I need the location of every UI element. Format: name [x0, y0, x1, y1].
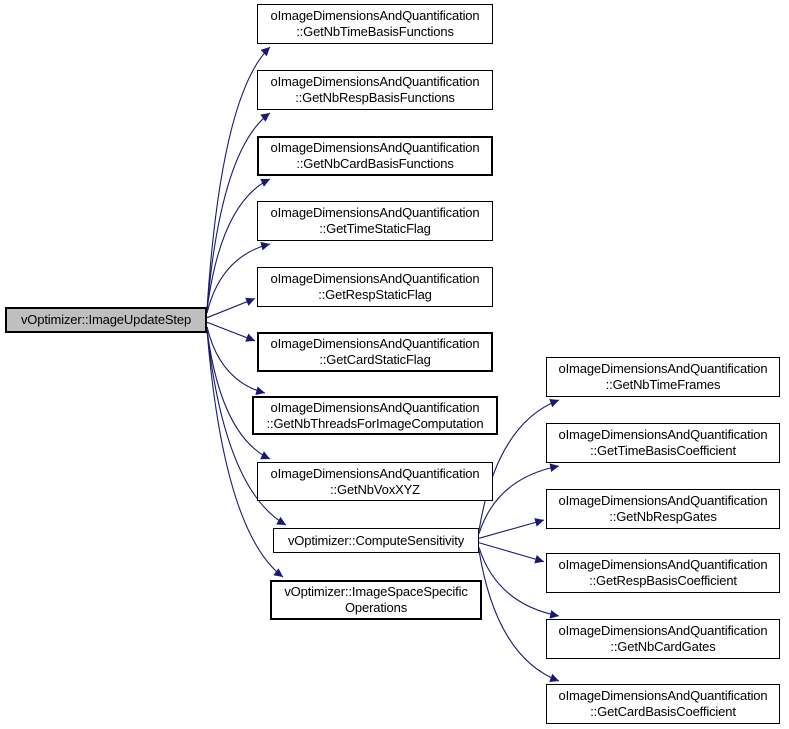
node-label-line1: oImageDimensionsAndQuantification: [270, 399, 480, 415]
node-label-line2: ::GetNbThreadsForImageComputation: [266, 415, 484, 431]
graph-node-image-update-step: vOptimizer::ImageUpdateStep: [5, 307, 207, 333]
call-edge: [478, 542, 545, 564]
call-edge: [478, 547, 560, 619]
node-label-line1: oImageDimensionsAndQuantification: [270, 8, 480, 23]
node-label-line1: oImageDimensionsAndQuantification: [558, 688, 768, 703]
call-edge: [478, 463, 560, 534]
node-label-line2: ::GetNbTimeFrames: [605, 377, 721, 392]
graph-node-get-card-static-flag[interactable]: oImageDimensionsAndQuantification ::GetC…: [257, 332, 493, 372]
call-edge: [206, 321, 256, 342]
call-edge: [206, 326, 266, 396]
node-label-line1: oImageDimensionsAndQuantification: [558, 557, 768, 572]
node-label-line2: ::GetNbTimeBasisFunctions: [296, 24, 454, 39]
node-label-line2: ::GetRespStaticFlag: [318, 287, 432, 302]
call-edge: [478, 398, 560, 531]
call-edge: [206, 241, 271, 314]
node-label: vOptimizer::ImageUpdateStep: [20, 312, 192, 327]
call-edge: [206, 46, 271, 311]
graph-node-get-resp-basis-coefficient[interactable]: oImageDimensionsAndQuantification ::GetR…: [546, 553, 780, 593]
node-label-line2: ::GetNbRespGates: [609, 509, 717, 524]
node-label-line1: oImageDimensionsAndQuantification: [270, 271, 480, 286]
node-label: vOptimizer::ComputeSensitivity: [287, 532, 465, 548]
graph-node-get-nb-threads-for-image-computation[interactable]: oImageDimensionsAndQuantification ::GetN…: [252, 396, 498, 435]
node-label-line2: ::GetTimeBasisCoefficient: [590, 443, 736, 458]
node-label-line1: oImageDimensionsAndQuantification: [270, 205, 480, 220]
call-edge: [206, 112, 271, 311]
node-label-line2: ::GetTimeStaticFlag: [319, 221, 431, 236]
graph-node-get-nb-card-basis-functions[interactable]: oImageDimensionsAndQuantification ::GetN…: [257, 136, 493, 176]
node-label-line2: ::GetCardStaticFlag: [319, 352, 431, 367]
graph-node-get-nb-vox-xyz[interactable]: oImageDimensionsAndQuantification ::GetN…: [257, 462, 493, 501]
node-label-line1: oImageDimensionsAndQuantification: [558, 361, 768, 376]
node-label-line2: ::GetCardBasisCoefficient: [590, 704, 736, 719]
node-label-line2: ::GetNbRespBasisFunctions: [295, 90, 455, 105]
call-edge: [478, 550, 560, 683]
node-label-line1: vOptimizer::ImageSpaceSpecific: [284, 584, 468, 599]
node-label-line2: ::GetNbCardGates: [610, 639, 716, 654]
call-edge: [206, 329, 284, 578]
call-edge: [206, 178, 271, 311]
graph-node-get-nb-time-frames[interactable]: oImageDimensionsAndQuantification ::GetN…: [546, 357, 780, 397]
graph-node-get-card-basis-coefficient[interactable]: oImageDimensionsAndQuantification ::GetC…: [546, 684, 780, 724]
graph-node-image-space-specific-operations[interactable]: vOptimizer::ImageSpaceSpecific Operation…: [270, 580, 482, 620]
node-label-line2: ::GetNbVoxXYZ: [330, 481, 420, 497]
call-edge: [206, 329, 287, 526]
node-label-line2: ::GetRespBasisCoefficient: [589, 573, 737, 588]
graph-node-compute-sensitivity[interactable]: vOptimizer::ComputeSensitivity: [273, 528, 479, 553]
node-label-line1: oImageDimensionsAndQuantification: [558, 493, 768, 508]
node-label-line1: oImageDimensionsAndQuantification: [270, 465, 480, 481]
graph-node-get-time-basis-coefficient[interactable]: oImageDimensionsAndQuantification ::GetT…: [546, 423, 780, 463]
node-label-line1: oImageDimensionsAndQuantification: [270, 74, 480, 89]
call-edge: [206, 297, 256, 319]
node-label-line1: oImageDimensionsAndQuantification: [558, 623, 768, 638]
graph-node-get-resp-static-flag[interactable]: oImageDimensionsAndQuantification ::GetR…: [257, 267, 493, 307]
graph-node-get-nb-card-gates[interactable]: oImageDimensionsAndQuantification ::GetN…: [546, 619, 780, 659]
call-edge: [478, 518, 545, 539]
graph-node-get-time-static-flag[interactable]: oImageDimensionsAndQuantification ::GetT…: [257, 201, 493, 241]
node-label-line2: Operations: [344, 600, 408, 615]
node-label-line1: oImageDimensionsAndQuantification: [270, 140, 480, 155]
node-label-line1: oImageDimensionsAndQuantification: [270, 336, 480, 351]
node-label-line1: oImageDimensionsAndQuantification: [558, 427, 768, 442]
graph-node-get-nb-resp-gates[interactable]: oImageDimensionsAndQuantification ::GetN…: [546, 489, 780, 529]
node-label-line2: ::GetNbCardBasisFunctions: [296, 156, 454, 171]
call-edge: [206, 329, 271, 460]
graph-node-get-nb-time-basis-functions[interactable]: oImageDimensionsAndQuantification ::GetN…: [257, 4, 493, 44]
graph-node-get-nb-resp-basis-functions[interactable]: oImageDimensionsAndQuantification ::GetN…: [257, 70, 493, 110]
